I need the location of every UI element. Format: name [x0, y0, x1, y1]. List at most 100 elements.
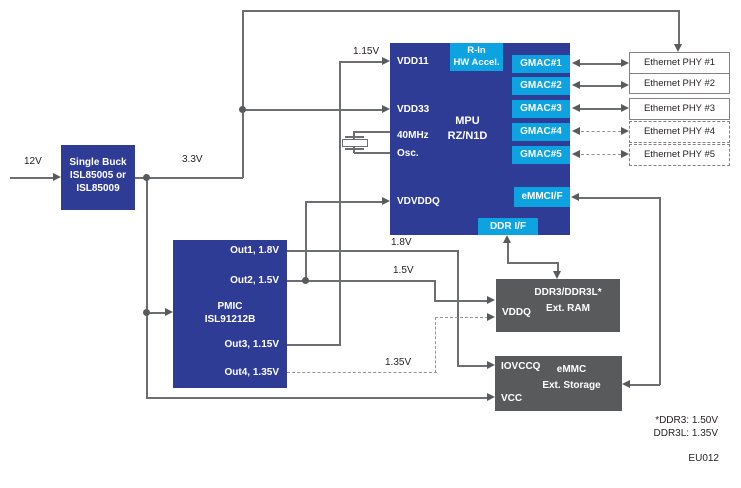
ddr-ram-name: DDR3/DDR3L*: [534, 287, 602, 298]
note-ddr3-voltage: *DDR3: 1.50V: [655, 415, 718, 426]
arrowhead-into-buck: [53, 173, 61, 181]
wire-gmac5-phy5: [581, 154, 621, 155]
wire-gmac4-phy4: [581, 131, 621, 132]
emmc-if-label: eMMCI/F: [521, 191, 563, 202]
wire-1v15-riser: [339, 62, 341, 346]
arrowhead-into-vdd33: [382, 105, 390, 113]
wire-3v3-to-vdd33: [242, 109, 382, 111]
wire-1v8-drop: [457, 250, 459, 366]
gmac3-label: GMAC#3: [520, 103, 562, 114]
wire-1v35-riser: [435, 317, 436, 373]
pmic-out2-label: Out2, 1.5V: [230, 275, 279, 286]
wire-1v5-branch-riser: [305, 202, 307, 281]
wire-emmcif-link-c: [630, 384, 660, 386]
mpu-port-osc-line2: Osc.: [397, 148, 419, 159]
wire-3v3-riser: [242, 10, 244, 178]
wire-3v3-buck-output: [135, 177, 243, 179]
emmc-port-iovccq: IOVCCQ: [501, 361, 541, 372]
wire-1v5-to-vddq: [434, 300, 488, 302]
arrowhead-into-ram: [553, 271, 561, 279]
wire-3v3-top-run: [242, 10, 679, 12]
wire-3v3-to-pmic: [146, 312, 165, 314]
mpu-port-osc-line1: 40MHz: [397, 130, 429, 141]
mpu-port-vdd33: VDD33: [397, 104, 430, 115]
wire-emmcif-link-a: [579, 197, 660, 199]
ethernet-phy-2-box: Ethernet PHY #2: [629, 73, 730, 94]
wire-1v5-jog: [434, 280, 436, 301]
arrowhead-into-ddrif: [503, 235, 511, 243]
arrowhead-gmac4: [572, 127, 580, 135]
ddr-ram-kind: Ext. RAM: [546, 303, 590, 314]
mpu-name: MPU: [455, 115, 480, 127]
wire-1v15-out3: [287, 344, 340, 346]
gmac4-label: GMAC#4: [520, 126, 562, 137]
ethernet-phy-1-label: Ethernet PHY #1: [643, 57, 716, 68]
voltage-label-1v15: 1.15V: [353, 46, 380, 57]
wire-1v35-out4: [287, 372, 437, 373]
mpu-rin-hw-accel-block: R-In HW Accel.: [450, 43, 503, 71]
wire-xtal-top-stub: [354, 131, 390, 133]
mpu-port-vdvddq: VDVDDQ: [397, 196, 440, 207]
wire-3v3-left-drop: [146, 177, 148, 398]
wire-gmac1-phy1: [579, 63, 622, 65]
junction-dot: [302, 277, 309, 284]
arrowhead-phy5: [621, 150, 629, 158]
arrowhead-phy1: [621, 59, 629, 67]
gmac4-block: GMAC#4: [512, 123, 570, 141]
arrowhead-into-emmcif: [571, 193, 579, 201]
arrowhead-into-pmic: [165, 308, 173, 316]
wire-12v-input: [10, 177, 54, 179]
gmac1-label: GMAC#1: [520, 58, 562, 69]
wire-3v3-to-emmc-vcc: [146, 397, 487, 399]
gmac1-block: GMAC#1: [512, 55, 570, 73]
ddr-if-block: DDR I/F: [478, 218, 538, 235]
pmic-out4-label: Out4, 1.35V: [224, 367, 279, 378]
arrowhead-gmac5: [572, 150, 580, 158]
wire-xtal-bottom-stub: [354, 152, 390, 154]
mpu-port-vdd11: VDD11: [397, 56, 429, 67]
emmc-kind: Ext. Storage: [542, 380, 601, 391]
voltage-label-1v5: 1.5V: [393, 265, 414, 276]
arrowhead-into-vcc: [487, 393, 495, 401]
buck-line1: Single Buck: [69, 157, 127, 168]
mpu-box: R-In HW Accel. VDD11 VDD33 40MHz Osc. VD…: [390, 43, 570, 235]
buck-line3: ISL85009: [76, 183, 120, 194]
pmic-part-number: ISL91212B: [204, 314, 256, 325]
arrowhead-gmac2: [572, 81, 580, 89]
buck-line2: ISL85005 or: [69, 170, 127, 181]
pmic-out1-label: Out1, 1.8V: [230, 245, 279, 256]
pmic-name: PMIC: [217, 301, 243, 312]
voltage-label-1v8: 1.8V: [391, 237, 412, 248]
accel-line2: HW Accel.: [453, 57, 500, 68]
arrowhead-gmac3: [572, 104, 580, 112]
arrowhead-gmac1: [572, 59, 580, 67]
arrowhead-into-emmc: [622, 380, 630, 388]
arrowhead-1v5-into-vddq: [487, 296, 495, 304]
junction-dot: [143, 174, 150, 181]
ddr-ram-port-vddq: VDDQ: [502, 307, 531, 318]
wire-1v8-out1: [287, 250, 458, 252]
gmac2-label: GMAC#2: [520, 80, 562, 91]
emmc-name: eMMC: [556, 364, 587, 375]
ddr-if-label: DDR I/F: [489, 221, 527, 232]
ddr-ram-box: DDR3/DDR3L* Ext. RAM VDDQ: [496, 279, 620, 332]
gmac2-block: GMAC#2: [512, 77, 570, 95]
arrowhead-into-vdvddq: [382, 197, 390, 205]
gmac3-block: GMAC#3: [512, 100, 570, 118]
arrowhead-phy3: [621, 104, 629, 112]
emmc-if-block: eMMCI/F: [514, 187, 570, 207]
wire-1v35-to-vddq: [435, 317, 488, 318]
wire-ddrif-link-a: [507, 242, 509, 264]
arrowhead-into-vdd11: [382, 57, 390, 65]
ethernet-phy-1-box: Ethernet PHY #1: [629, 52, 730, 74]
wire-1v5-out2: [287, 280, 435, 282]
accel-line1: R-In: [467, 45, 486, 56]
ethernet-phy-3-box: Ethernet PHY #3: [629, 98, 730, 120]
figure-code: EU012: [688, 453, 719, 464]
ethernet-phy-4-label: Ethernet PHY #4: [643, 126, 716, 137]
emmc-storage-box: eMMC Ext. Storage IOVCCQ VCC: [495, 356, 622, 411]
voltage-label-3v3: 3.3V: [182, 154, 203, 165]
ethernet-phy-4-box: Ethernet PHY #4: [629, 121, 730, 143]
junction-dot: [239, 106, 246, 113]
